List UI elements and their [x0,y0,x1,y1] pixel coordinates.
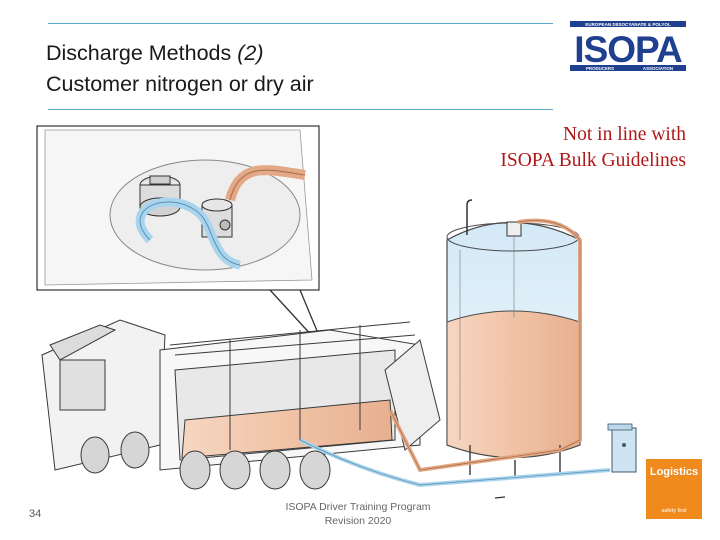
logo-left-caption: PRODUCERS [586,66,614,71]
storage-tank [446,199,581,478]
storage-tank-product [446,310,581,458]
truck-wheels [80,431,331,490]
slide-title: Discharge Methods (2) Customer nitrogen … [46,38,546,100]
title-line-1: Discharge Methods (2) [46,41,264,65]
title-number: (2) [237,41,264,65]
inset-detail [36,125,320,291]
gas-supply-cabinet [607,423,637,473]
footer-program: ISOPA Driver Training Program Revision 2… [285,501,431,527]
truck-tank-product [181,399,393,459]
top-rule [48,23,553,24]
badge-title: Logistics [649,466,699,478]
vent-hook [466,199,473,235]
page-number: 34 [29,508,42,520]
tank-truck [41,319,441,490]
guideline-warning: Not in line with ISOPA Bulk Guidelines [500,124,686,171]
flow-arrow [494,496,506,499]
bottom-rule [48,109,553,110]
logo-top-text: EUROPEAN DIISOCYANATE & POLYOL [585,22,671,27]
logo-brand: ISOPA [574,29,682,70]
discharge-illustration [36,125,637,499]
logistics-badge: Logistics safety first [646,459,702,519]
title-line-2: Customer nitrogen or dry air [46,72,314,96]
logo-right-caption: ASSOCIATION [643,66,673,71]
badge-subtitle: safety first [661,508,687,514]
isopa-logo: EUROPEAN DIISOCYANATE & POLYOL ISOPA PRO… [570,21,686,71]
